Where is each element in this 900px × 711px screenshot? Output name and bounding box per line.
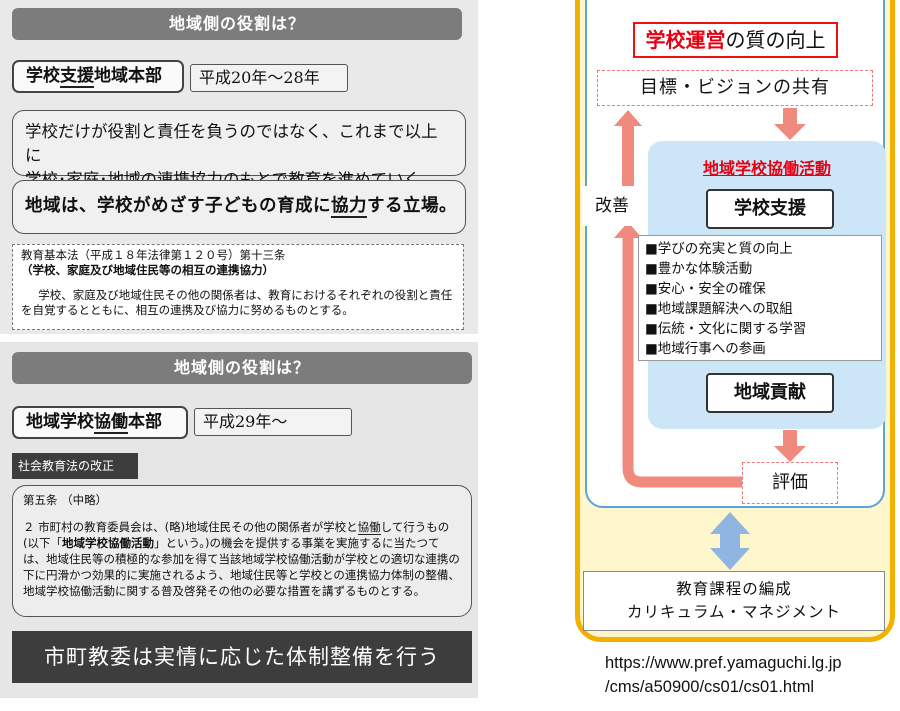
article-5-box: 第五条 （中略） ２ 市町村の教育委員会は、(略)地域住民その他の関係者が学校と… xyxy=(12,485,472,617)
school-support-box: 学校支援 xyxy=(706,189,834,229)
hq1-pre: 学校 xyxy=(26,66,60,86)
law-body: 学校、家庭及び地域住民その他の関係者は、教育におけるそれぞれの役割と責任を自覚す… xyxy=(21,288,453,317)
panel1-banner: 地域側の役割は？ xyxy=(12,8,462,40)
shared-goals-box: 目標・ビジョンの共有 xyxy=(597,70,873,106)
stance-underlined: 協力 xyxy=(331,196,367,218)
cycle-arrows xyxy=(614,108,806,570)
social-education-act-tag: 社会教育法の改正 xyxy=(12,453,138,479)
law-subtitle: （学校、家庭及び地域住民等の相互の連携協力） xyxy=(21,263,274,277)
hq2-pre: 地域学校 xyxy=(26,412,94,432)
curriculum-line-1: 教育課程の編成 xyxy=(676,580,792,598)
role-line-1: 学校だけが役割と責任を負うのではなく、これまで以上に xyxy=(25,122,438,165)
arrow-up-icon xyxy=(614,110,642,126)
list-item: ■地域行事への参画 xyxy=(645,341,766,357)
support-item-list: ■学びの充実と質の向上 ■豊かな体験活動 ■安心・安全の確保 ■地域課題解決への… xyxy=(638,235,882,361)
collaboration-cycle-diagram: 学校運営の質の向上 目標・ビジョンの共有 改善 地域学校協働活動 学校支援 ■学… xyxy=(570,0,900,650)
art-p2-bold: 地域学校協働活動 xyxy=(62,536,154,550)
article-5-heading: 第五条 （中略） xyxy=(23,493,108,507)
community-contribution-box: 地域貢献 xyxy=(706,373,834,413)
curriculum-line-2: カリキュラム・マネジメント xyxy=(626,603,842,621)
improvement-label: 改善 xyxy=(582,186,642,226)
list-item: ■学びの充実と質の向上 xyxy=(645,241,793,257)
art-p2-b: して行うもの(以下「 xyxy=(23,520,450,550)
stance-pre: 地域は、学校がめざす子どもの育成に xyxy=(25,196,331,216)
source-url-line-2: /cms/a50900/cs01/cs01.html xyxy=(605,678,815,696)
list-item: ■地域課題解決への取組 xyxy=(645,301,793,317)
collab-hq-label: 地域学校協働本部 xyxy=(12,406,188,439)
arrow-down-icon xyxy=(774,430,806,462)
basic-education-act-box: 教育基本法（平成１８年法律第１２０号）第十三条 （学校、家庭及び地域住民等の相互… xyxy=(12,244,464,330)
panel-collab-hq: 地域側の役割は？ 地域学校協働本部 平成29年～ 社会教育法の改正 第五条 （中… xyxy=(0,342,478,698)
school-management-red: 学校運営 xyxy=(645,28,726,52)
list-item: ■安心・安全の確保 xyxy=(645,281,766,297)
collab-activity-panel: 地域学校協働活動 学校支援 ■学びの充実と質の向上 ■豊かな体験活動 ■安心・安… xyxy=(638,141,886,429)
art-p2-underlined: 協働 xyxy=(357,520,381,535)
period-2008-2016: 平成20年～28年 xyxy=(190,64,348,92)
school-management-quality-box: 学校運営の質の向上 xyxy=(633,22,838,58)
panel-school-support-hq: 地域側の役割は？ 学校支援地域本部 平成20年～28年 学校だけが役割と責任を負… xyxy=(0,0,478,334)
school-management-rest: の質の向上 xyxy=(725,28,826,52)
panel2-banner: 地域側の役割は？ xyxy=(12,352,472,384)
art-p2-c: 」という。)の機会を提供する事業を実施するに当たつては、地域住民等の積極的な参加… xyxy=(23,536,460,598)
double-arrow-icon xyxy=(710,512,750,570)
law-title: 教育基本法（平成１８年法律第１２０号）第十三条 xyxy=(21,248,286,262)
bottom-conclusion-bar: 市町教委は実情に応じた体制整備を行う xyxy=(12,631,472,683)
list-item: ■伝統・文化に関する学習 xyxy=(645,321,807,337)
hq1-underlined: 支援 xyxy=(60,66,94,88)
hq1-post: 地域本部 xyxy=(94,66,162,86)
stance-post: する立場。 xyxy=(367,196,457,216)
curriculum-box: 教育課程の編成 カリキュラム・マネジメント xyxy=(583,571,885,631)
role-statement: 学校だけが役割と責任を負うのではなく、これまで以上に 学校･家庭･地域の連携協力… xyxy=(12,110,466,191)
list-item: ■豊かな体験活動 xyxy=(645,261,753,277)
article-5-paragraph: ２ 市町村の教育委員会は、(略)地域住民その他の関係者が学校と協働して行うもの(… xyxy=(23,519,461,599)
community-stance: 地域は、学校がめざす子どもの育成に協力する立場。 xyxy=(12,180,466,234)
school-support-hq-label: 学校支援地域本部 xyxy=(12,60,184,93)
hq2-underlined: 協働 xyxy=(94,412,128,434)
source-url-line-1: https://www.pref.yamaguchi.lg.jp xyxy=(605,654,842,672)
collab-activity-title: 地域学校協働活動 xyxy=(702,159,831,178)
period-2017-onward: 平成29年～ xyxy=(194,408,352,436)
source-url: https://www.pref.yamaguchi.lg.jp /cms/a5… xyxy=(605,651,895,699)
loop-arrow-path xyxy=(622,234,742,488)
arrow-up-icon xyxy=(614,222,642,238)
art-p2-a: ２ 市町村の教育委員会は、(略)地域住民その他の関係者が学校と xyxy=(23,520,358,534)
hq2-post: 本部 xyxy=(128,412,162,432)
evaluation-box: 評価 xyxy=(742,462,838,504)
arrow-down-icon xyxy=(774,108,806,140)
